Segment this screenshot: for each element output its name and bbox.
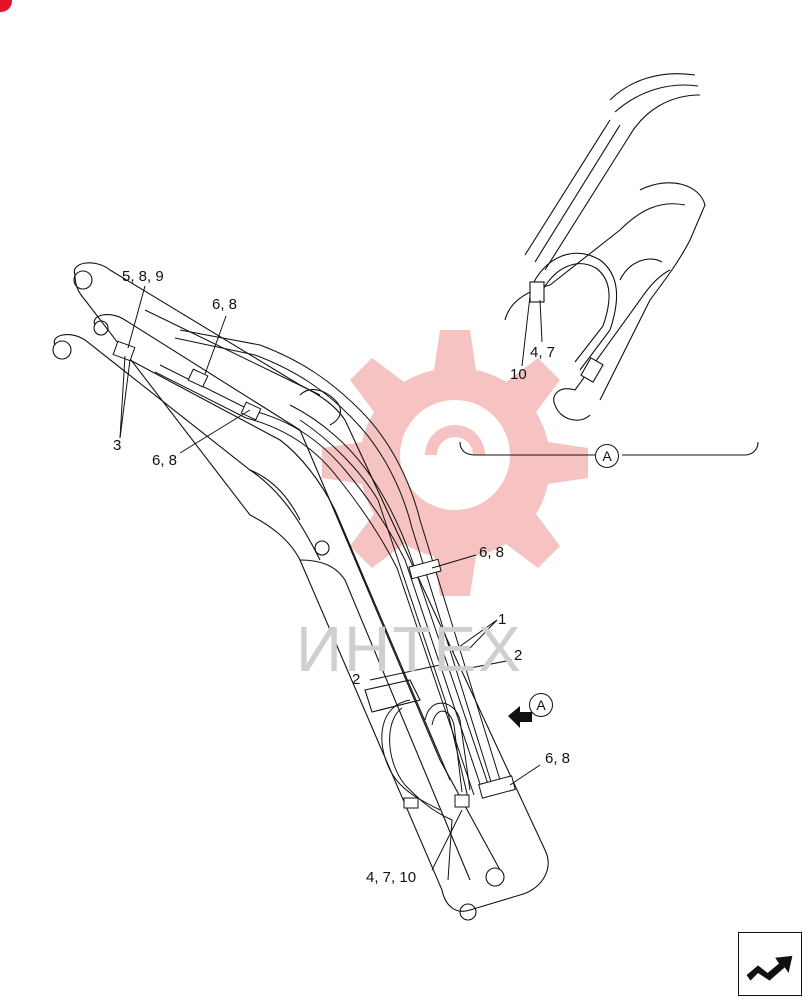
hydraulic-hoses: [154, 329, 501, 881]
label-4-7-detail: 4, 7: [530, 344, 556, 361]
label-6-8-top: 6, 8: [212, 296, 238, 313]
label-6-8-mid: 6, 8: [479, 544, 505, 561]
label-5-8-9: 5, 8, 9: [122, 268, 164, 285]
detail-ref-a: A: [595, 444, 619, 468]
label-6-8-left: 6, 8: [152, 452, 178, 469]
gear-watermark-icon: [322, 330, 588, 596]
boom-arm: [52, 262, 549, 921]
next-page-arrow-icon: [746, 955, 793, 981]
label-1: 1: [498, 611, 507, 628]
leader-lines: [119, 285, 543, 871]
label-2-left: 2: [352, 671, 361, 688]
detail-view-a: [459, 73, 759, 456]
label-4-7-10: 4, 7, 10: [366, 869, 417, 886]
watermark-text: ИНТЕХ: [296, 613, 523, 685]
label-6-8-bottom: 6, 8: [545, 750, 571, 767]
view-arrow-ref-a: A: [529, 693, 553, 717]
next-page-button[interactable]: [738, 932, 802, 996]
label-3: 3: [113, 437, 122, 454]
label-2-right: 2: [514, 647, 523, 664]
clamps: [112, 340, 516, 809]
view-arrow-icon: [508, 706, 532, 728]
label-10-detail: 10: [510, 366, 527, 383]
